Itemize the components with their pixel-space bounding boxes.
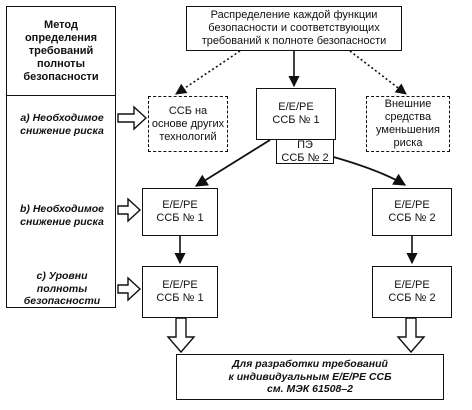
ssb1-row1-line: ССБ № 1 (272, 114, 320, 126)
ssb1-row3-line: ССБ № 1 (156, 292, 204, 304)
label-c-line: c) Уровни (36, 270, 88, 282)
dotted-arrow-to-external (349, 50, 407, 95)
hollow-arrow-down-right (396, 317, 426, 354)
ssb2-row3-line: Е/Е/РЕ (394, 279, 430, 291)
label-b-line: снижение риска (20, 215, 104, 228)
ssb1-row2-line: ССБ № 1 (156, 212, 204, 224)
label-b-line: b) Необходимое (20, 203, 104, 215)
other-tech-line: технологий (159, 130, 217, 143)
other-tech-line: основе других (151, 117, 225, 130)
ssb2-row3-line: ССБ № 2 (388, 292, 436, 304)
distribution-line: Распределение каждой функции (210, 9, 378, 21)
ssb2-row2-line: ССБ № 2 (388, 212, 436, 224)
distribution-line: требований к полноте безопасности (201, 35, 387, 47)
external-line: Внешние (384, 98, 432, 110)
requirements-line: см. МЭК 61508–2 (267, 383, 353, 396)
label-c-line: полноты (36, 282, 88, 295)
method-title-line: полноты (37, 57, 85, 70)
other-tech-line: ССБ на (168, 104, 208, 117)
hollow-arrow-row1 (117, 105, 148, 131)
method-title-line: Метод (44, 18, 78, 31)
arrow-to-row2-right (329, 155, 407, 186)
arrow-to-row2-left (194, 139, 271, 187)
label-a-line: a) Необходимое (20, 112, 104, 124)
pe-ssb2-line: ПЭ (297, 138, 313, 151)
method-labels-box (6, 96, 116, 308)
hollow-arrow-row2 (117, 197, 142, 223)
hollow-arrow-row3 (117, 276, 142, 302)
dotted-arrow-to-other-tech (175, 50, 241, 95)
requirements-line: Для разработки требований (232, 358, 388, 371)
external-line: риска (393, 137, 423, 149)
label-a-line: снижение риска (20, 124, 104, 137)
ssb2-row2-line: Е/Е/РЕ (394, 199, 430, 211)
pe-ssb2-line: ССБ № 2 (281, 151, 329, 164)
ssb1-row1-line: Е/Е/РЕ (278, 101, 314, 113)
method-title-line: безопасности (23, 70, 99, 83)
label-c-line: безопасности (23, 295, 101, 307)
method-title-line: определения (24, 31, 98, 44)
ssb1-row2-line: Е/Е/РЕ (162, 199, 198, 211)
distribution-line: безопасности и соответствующих (208, 22, 380, 34)
requirements-line: к индивидуальным Е/Е/РЕ ССБ (228, 370, 392, 383)
hollow-arrow-down-left (166, 317, 196, 354)
external-line: уменьшения (376, 124, 440, 136)
external-line: средства (384, 111, 432, 123)
ssb1-row3-line: Е/Е/РЕ (162, 279, 198, 291)
method-title-line: требований (28, 44, 94, 57)
